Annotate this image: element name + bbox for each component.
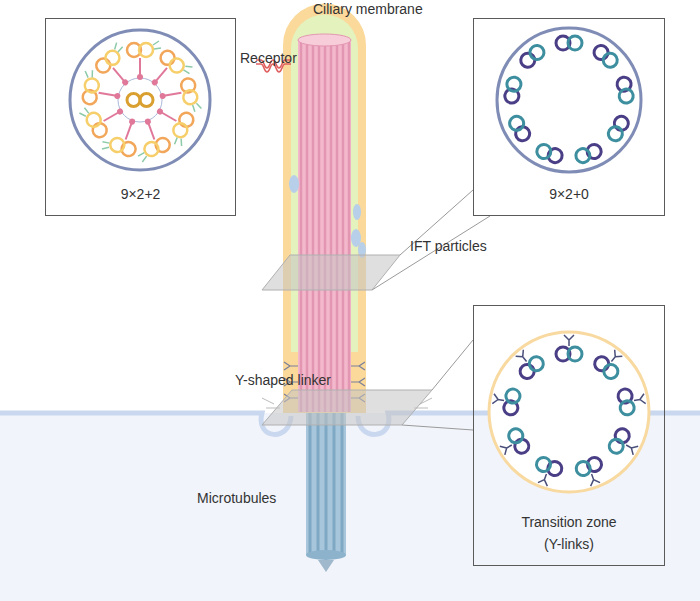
section-plane xyxy=(262,390,432,425)
box-label: 9×2+2 xyxy=(121,183,161,205)
doublet xyxy=(591,43,620,70)
membrane-ring xyxy=(489,332,649,492)
section-box: 9×2+0 xyxy=(473,18,665,216)
doublet xyxy=(507,114,532,144)
membrane-ring xyxy=(497,28,641,172)
basal-body xyxy=(306,405,346,555)
zoom-line xyxy=(372,216,490,290)
doublet xyxy=(556,335,582,361)
ift-particle xyxy=(289,175,299,193)
doublet xyxy=(80,69,124,109)
central-pair xyxy=(127,94,140,107)
doublet xyxy=(496,426,532,462)
axoneme xyxy=(298,40,351,412)
doublet xyxy=(574,455,607,488)
axonemal-microtubule xyxy=(301,40,349,412)
doublet xyxy=(78,92,129,141)
box-label: Transition zone xyxy=(521,511,616,533)
basal-body-end xyxy=(306,550,346,560)
doublet xyxy=(491,386,521,416)
part-label: Y-shaped linker xyxy=(235,372,331,388)
basal-microtubule xyxy=(310,405,342,555)
section-plane xyxy=(262,255,400,290)
box-label: (Y-links) xyxy=(544,533,594,555)
doublet xyxy=(510,345,547,382)
doublet xyxy=(606,114,631,144)
axoneme-tip xyxy=(298,34,351,46)
part-label: IFT particles xyxy=(410,238,487,254)
doublet xyxy=(616,76,634,104)
doublet xyxy=(574,143,603,165)
part-label: Microtubules xyxy=(197,490,276,506)
cell-membrane xyxy=(0,413,291,434)
doublet xyxy=(535,143,564,165)
doublet xyxy=(518,43,547,70)
doublet xyxy=(530,455,563,488)
part-label: Receptor xyxy=(240,50,297,66)
zoom-line xyxy=(432,340,473,390)
box-label: 9×2+0 xyxy=(549,183,589,205)
section-box: 9×2+2 xyxy=(45,18,236,216)
basal-arrow xyxy=(318,560,334,572)
doublet xyxy=(607,426,643,462)
section-box: Transition zone(Y-links) xyxy=(473,305,665,566)
central-pair xyxy=(140,94,153,107)
doublet xyxy=(127,41,161,80)
doublet xyxy=(92,41,143,93)
doublet xyxy=(556,36,582,50)
doublet xyxy=(592,345,629,382)
ift-particle xyxy=(353,204,361,220)
membrane-ring xyxy=(70,30,210,170)
part-label: Ciliary membrane xyxy=(313,1,423,17)
zoom-line xyxy=(402,425,473,430)
doublet xyxy=(147,99,198,148)
doublet xyxy=(157,77,201,117)
doublet xyxy=(504,76,522,104)
doublet xyxy=(617,386,647,416)
